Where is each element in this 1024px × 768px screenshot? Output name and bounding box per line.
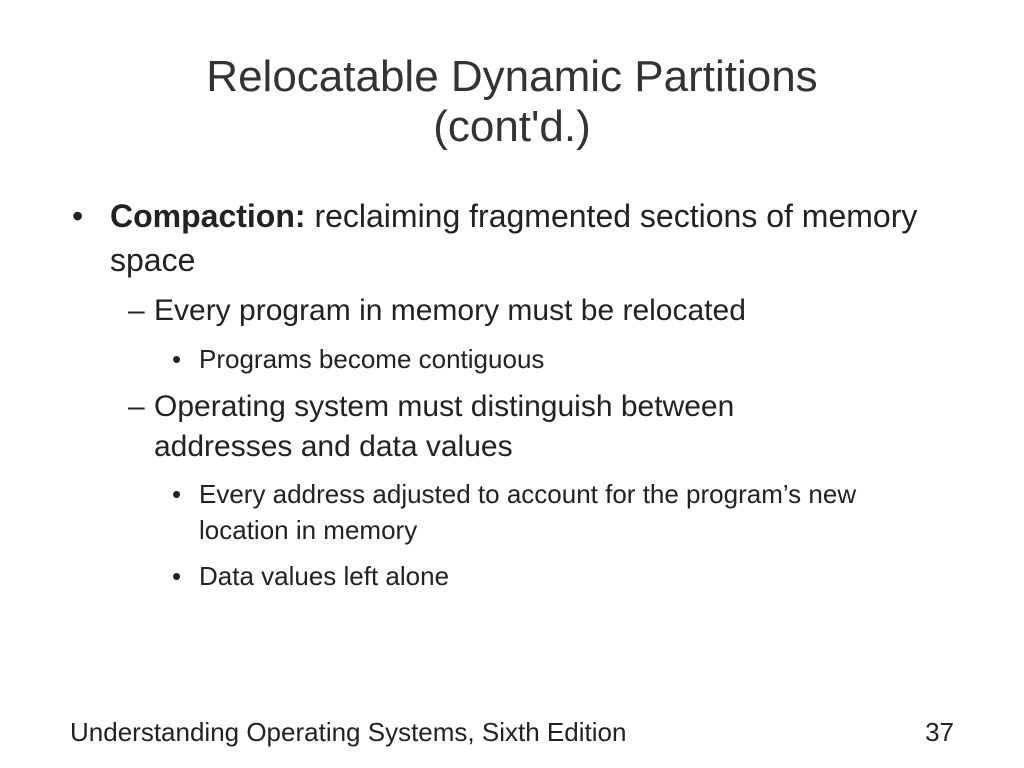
slide-title-line-1: Relocatable Dynamic Partitions (206, 52, 818, 101)
bullet-icon: • (172, 561, 182, 591)
slide-footer: Understanding Operating Systems, Sixth E… (70, 717, 627, 747)
sub-bullet-distinguish: Operating system must distinguish betwee… (154, 390, 735, 463)
main-bullet-term: Compaction: (110, 198, 306, 234)
slide-title-line-2: (cont'd.) (433, 102, 591, 151)
sub-sub-bullet-data: Data values left alone (199, 561, 450, 591)
sub-sub-bullet-address: Every address adjusted to account for th… (199, 479, 857, 545)
main-bullet: Compaction: reclaiming fragmented sectio… (110, 194, 930, 282)
bullet-icon: • (72, 198, 84, 234)
dash-icon: – (128, 294, 145, 327)
page-number: 37 (925, 717, 954, 747)
slide-title: Relocatable Dynamic Partitions (cont'd.) (60, 52, 964, 152)
bullet-icon: • (172, 479, 182, 509)
sub-bullet-relocation: Every program in memory must be relocate… (154, 294, 746, 327)
main-bullet-text: reclaiming fragmented sections of memory… (110, 198, 918, 278)
bullet-icon: • (172, 344, 182, 374)
dash-icon: – (128, 390, 145, 423)
sub-sub-bullet-contiguous: Programs become contiguous (199, 344, 545, 374)
